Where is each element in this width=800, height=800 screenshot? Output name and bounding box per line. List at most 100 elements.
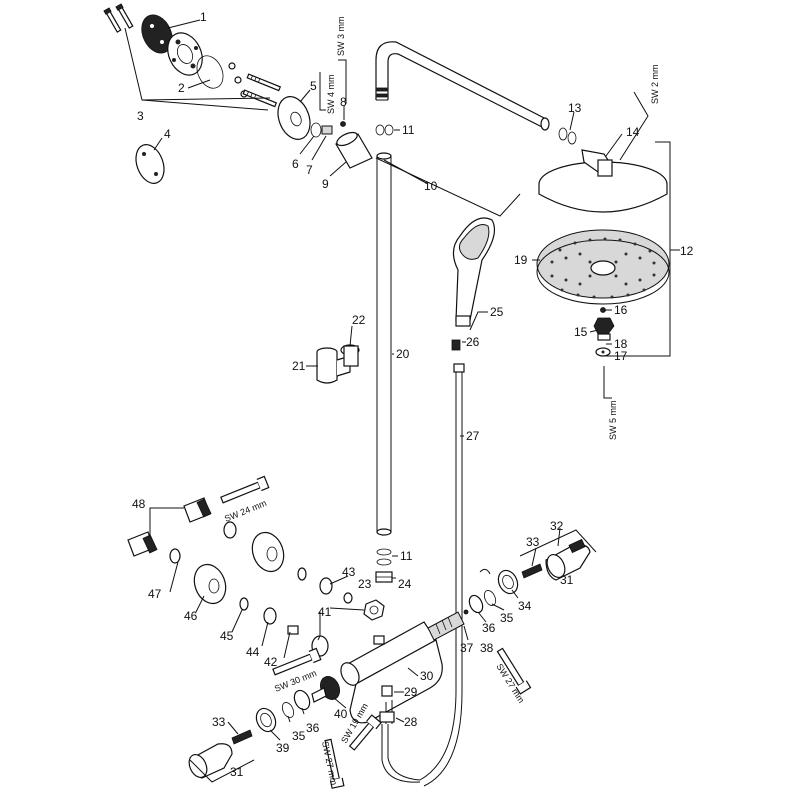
handle-part-31-left <box>188 743 233 779</box>
wrench-sw27-left <box>324 738 345 789</box>
cover-part-4 <box>135 144 165 184</box>
label-12: 12 <box>680 244 694 258</box>
kit-part-48 <box>127 497 212 557</box>
hose-nut-part-26 <box>451 339 461 351</box>
label-31-right: 31 <box>560 573 574 587</box>
label-29: 29 <box>404 685 418 699</box>
label-26: 26 <box>466 335 480 349</box>
label-33-right: 33 <box>526 535 540 549</box>
part-upper-nut <box>223 521 237 539</box>
label-11-lower: 11 <box>400 549 413 563</box>
leader-12 <box>612 141 671 357</box>
wall-screws <box>103 3 134 33</box>
label-36-right: 36 <box>482 621 496 635</box>
label-27: 27 <box>466 429 480 443</box>
label-16: 16 <box>614 303 628 317</box>
label-35-left: 35 <box>292 729 306 743</box>
adjuster-part-39 <box>255 707 277 733</box>
long-screws <box>242 73 282 108</box>
label-11-top: 11 <box>402 123 415 137</box>
label-23: 23 <box>358 577 372 591</box>
part-29 <box>381 685 393 697</box>
label-18: 18 <box>614 337 628 351</box>
o-rings-part-13 <box>558 127 577 145</box>
label-8: 8 <box>340 95 347 109</box>
ring-part-35-right <box>483 590 497 606</box>
ring-part-36-right <box>468 594 484 614</box>
label-48: 48 <box>132 497 146 511</box>
part-42 <box>287 625 299 635</box>
part-43b <box>343 592 353 604</box>
label-3: 3 <box>137 109 144 123</box>
connector-part-15 <box>593 317 615 341</box>
label-14: 14 <box>626 125 640 139</box>
part-43 <box>319 577 333 595</box>
label-19: 19 <box>514 253 528 267</box>
tool-sw2: SW 2 mm <box>650 65 660 105</box>
leader-lines <box>153 19 680 741</box>
label-37: 37 <box>460 641 474 655</box>
label-5: 5 <box>310 79 317 93</box>
adjuster-part-40 <box>311 676 341 703</box>
label-38: 38 <box>480 641 494 655</box>
rosette-part-5 <box>277 96 311 140</box>
label-34: 34 <box>518 599 532 613</box>
label-40: 40 <box>334 707 348 721</box>
label-6: 6 <box>292 157 299 171</box>
o-ring-part-2 <box>196 55 224 89</box>
leader-48 <box>149 507 184 538</box>
label-32: 32 <box>550 519 564 533</box>
rosette-upper <box>251 531 285 573</box>
label-24: 24 <box>398 577 412 591</box>
label-7: 7 <box>306 163 313 177</box>
label-17: 17 <box>614 349 628 363</box>
adjuster-part-34 <box>497 569 519 595</box>
hex-key-sw5 <box>603 366 612 399</box>
nut-part-41 <box>363 599 385 621</box>
hex-key-sw2 <box>619 91 649 161</box>
label-13: 13 <box>568 101 582 115</box>
label-31-left: 31 <box>230 765 244 779</box>
hex-key-sw4 <box>319 72 326 111</box>
label-36-left: 36 <box>306 721 320 735</box>
mounting-disc <box>167 32 203 76</box>
cartridge-part-37 <box>427 609 469 641</box>
hex-key-sw3 <box>338 59 347 104</box>
screw-part-33-right <box>521 563 543 579</box>
label-43: 43 <box>342 565 356 579</box>
label-42: 42 <box>264 655 278 669</box>
overhead-shower-part-12 <box>538 149 668 213</box>
rosette-part-46 <box>193 563 227 605</box>
connector-part-23-24 <box>375 571 393 583</box>
screw-part-8 <box>340 121 346 127</box>
ring-part-35-left <box>281 702 295 718</box>
label-45: 45 <box>220 629 234 643</box>
label-21: 21 <box>292 359 306 373</box>
label-28: 28 <box>404 715 418 729</box>
wrench-sw24 <box>220 475 270 504</box>
label-44: 44 <box>246 645 260 659</box>
part-upper-small <box>297 567 307 581</box>
part-44 <box>263 607 277 625</box>
label-22: 22 <box>352 313 366 327</box>
mounting-plate-part-1 <box>141 14 173 54</box>
hand-shower-holder-part-21 <box>316 347 351 384</box>
label-47: 47 <box>148 587 162 601</box>
nut-part-7 <box>321 125 333 135</box>
shower-arm-part-10 <box>375 41 550 131</box>
part-47 <box>169 548 181 564</box>
o-rings-part-11-top <box>375 124 394 136</box>
tool-sw4: SW 4 mm <box>326 75 336 115</box>
tool-sw5: SW 5 mm <box>608 401 618 441</box>
wrench-sw30 <box>272 647 322 676</box>
riser-pipe-part-20 <box>376 152 392 536</box>
o-rings-part-11-lower <box>376 548 392 566</box>
shower-faceplate-part-19 <box>536 229 670 305</box>
holder-clamp-part-22 <box>340 344 360 367</box>
hand-shower-part-25 <box>452 217 495 327</box>
label-46: 46 <box>184 609 198 623</box>
label-2: 2 <box>178 81 185 95</box>
clip-right <box>479 568 491 575</box>
wrench-sw19 <box>348 714 382 751</box>
